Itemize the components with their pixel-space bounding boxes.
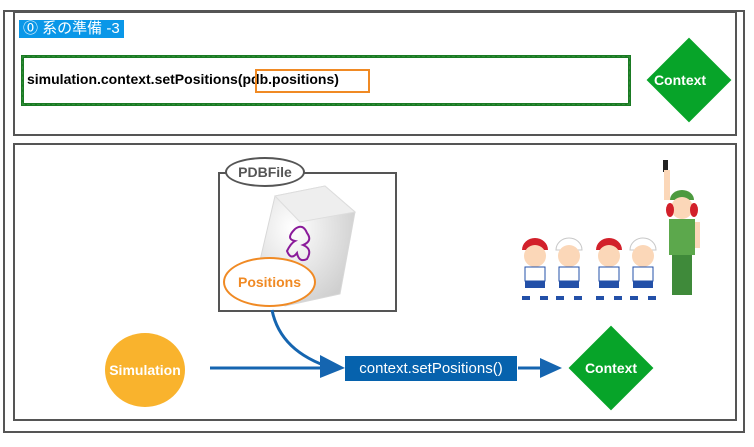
context-label-bottom: Context: [584, 360, 638, 376]
code-line: simulation.context.setPositions(pdb.posi…: [27, 71, 339, 87]
child-1: [522, 238, 548, 300]
code-highlight-box: [255, 69, 370, 93]
starter-adult: [663, 160, 700, 295]
simulation-circle: Simulation: [105, 333, 185, 407]
positions-oval: Positions: [223, 257, 316, 307]
code-highlighted: pdb.positions): [242, 71, 339, 87]
arrowhead-to-context: [540, 358, 562, 378]
protein-ribbon: [285, 225, 311, 262]
child-3: [596, 238, 622, 300]
starter-pistol-icon: [663, 160, 668, 172]
arrowhead-to-method: [320, 355, 345, 378]
cube-top-face: [274, 185, 357, 223]
slide-title: ⓪ 系の準備 -3: [19, 20, 124, 38]
code-panel: [13, 11, 737, 136]
child-2: [555, 237, 583, 300]
code-prefix: simulation.context.setPositions(: [27, 71, 243, 87]
code-box: [21, 55, 631, 106]
context-label-top: Context: [653, 72, 707, 88]
pdbfile-label: PDBFile: [225, 157, 305, 187]
set-positions-method-box: context.setPositions(): [345, 356, 517, 381]
child-4: [629, 237, 657, 300]
